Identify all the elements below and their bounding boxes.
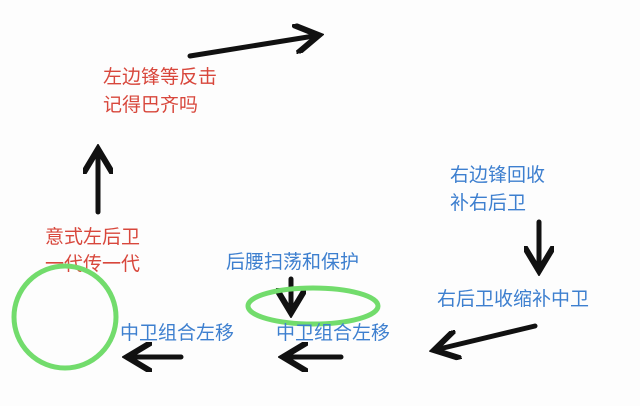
label-rb-tuck: 右后卫收缩补中卫 — [437, 288, 589, 310]
arrow-counter-attack — [187, 36, 314, 59]
label-rw-track-1: 右边锋回收 — [450, 164, 545, 186]
label-lw-counter-1: 左边锋等反击 — [103, 66, 217, 88]
highlight-ellipse-center — [245, 285, 381, 327]
label-cb-shift-left-a: 中卫组合左移 — [120, 322, 234, 344]
arrow-rb-tuck — [439, 323, 538, 349]
label-rw-track-2: 补右后卫 — [450, 192, 526, 214]
label-lw-counter-2: 记得巴齐吗 — [103, 94, 198, 116]
label-dm-sweep: 后腰扫荡和保护 — [226, 251, 359, 273]
label-italian-lb-2: 一代传一代 — [45, 253, 140, 275]
highlight-circle-left — [11, 263, 119, 371]
label-italian-lb-1: 意式左后卫 — [45, 226, 140, 248]
label-cb-shift-left-b: 中卫组合左移 — [276, 322, 390, 344]
